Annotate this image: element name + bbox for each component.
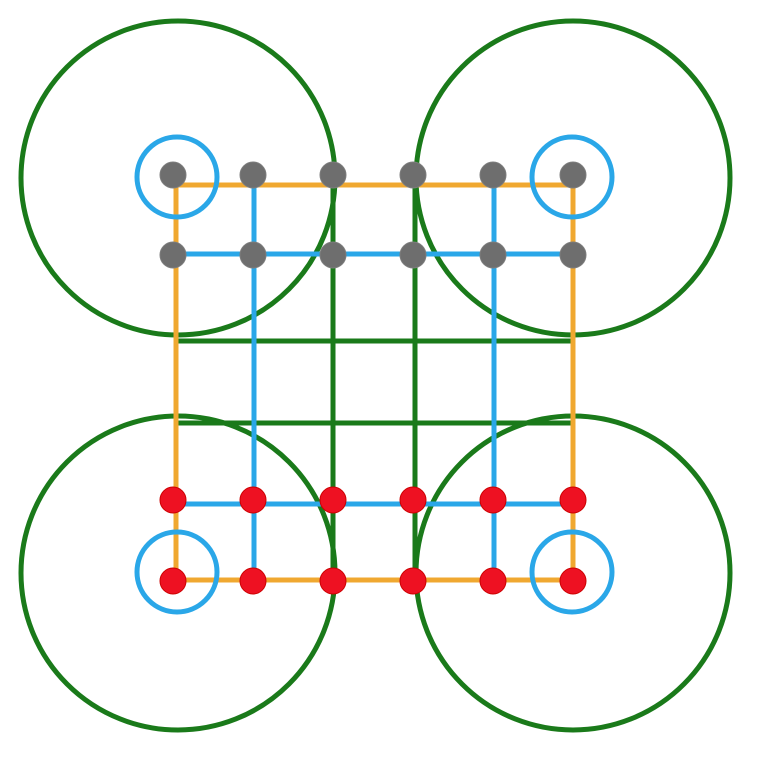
- red-peg-r1-c6: [559, 486, 587, 514]
- orange-rectangle: [173, 182, 576, 583]
- gray-peg-r2-c6: [559, 241, 587, 269]
- gray-peg-r1-c4: [399, 161, 427, 189]
- gray-peg-r2-c4: [399, 241, 427, 269]
- red-peg-r2-c6: [559, 567, 587, 595]
- red-pegs: [159, 486, 587, 595]
- red-peg-r1-c1: [159, 486, 187, 514]
- gray-peg-r1-c6: [559, 161, 587, 189]
- gray-peg-r1-c1: [159, 161, 187, 189]
- blue-circle-top-right: [529, 134, 615, 220]
- red-peg-r2-c4: [399, 567, 427, 595]
- red-peg-r2-c2: [239, 567, 267, 595]
- blue-frame: [172, 172, 576, 578]
- gray-peg-r1-c3: [319, 161, 347, 189]
- red-peg-r1-c4: [399, 486, 427, 514]
- blue-circle-bottom-right: [529, 529, 615, 615]
- red-peg-r1-c2: [239, 486, 267, 514]
- blue-small-circles: [134, 134, 615, 615]
- blue-circle-top-left: [134, 134, 220, 220]
- green-track: [178, 178, 573, 573]
- gray-peg-r2-c2: [239, 241, 267, 269]
- red-peg-r2-c5: [479, 567, 507, 595]
- gray-peg-r2-c1: [159, 241, 187, 269]
- gray-pegs: [159, 161, 587, 269]
- green-circles: [18, 18, 733, 733]
- red-peg-r2-c1: [159, 567, 187, 595]
- gray-peg-r2-c3: [319, 241, 347, 269]
- blue-circle-bottom-left: [134, 529, 220, 615]
- red-peg-r1-c5: [479, 486, 507, 514]
- red-peg-r1-c3: [319, 486, 347, 514]
- gray-peg-r2-c5: [479, 241, 507, 269]
- gray-peg-r1-c5: [479, 161, 507, 189]
- red-peg-r2-c3: [319, 567, 347, 595]
- gray-peg-r1-c2: [239, 161, 267, 189]
